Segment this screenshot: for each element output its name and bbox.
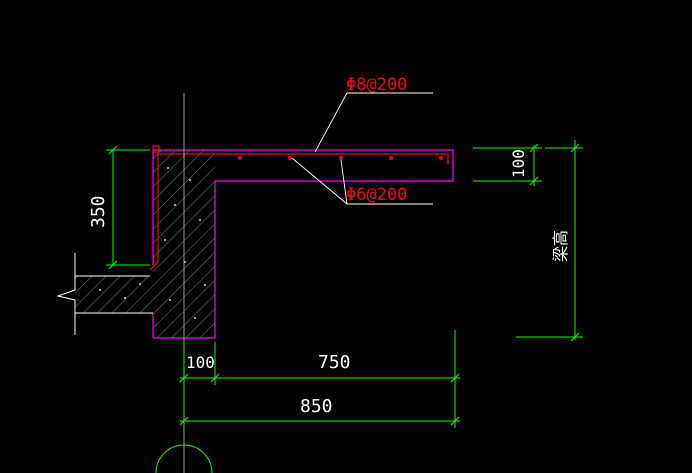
dim-100-right-text: 100 — [509, 149, 528, 178]
dim-750-tick-mid — [210, 373, 220, 383]
dim-750-tick-right — [450, 373, 460, 383]
dim-850-text: 850 — [300, 396, 333, 417]
dim-750-tick-left — [179, 373, 189, 383]
concrete-aggregate-dots — [99, 167, 206, 319]
dim-850-tick-right — [450, 416, 460, 426]
dim-beam-height-text: 梁高 — [551, 230, 570, 262]
break-line-symbol — [56, 253, 76, 335]
lower-slab-concrete — [75, 276, 153, 313]
top-rebar-label: Φ8@200 — [346, 75, 407, 95]
dim-100-right-tick-top — [529, 143, 539, 153]
dim-beam-height-tick-bottom — [570, 332, 580, 342]
dim-350-text: 350 — [88, 195, 109, 228]
dim-beam-height-tick-top — [570, 143, 580, 153]
dim-350-tick-bottom — [108, 260, 118, 270]
section-outline — [75, 149, 454, 339]
bottom-label-leader-2 — [340, 159, 348, 205]
concrete-section — [75, 150, 215, 338]
dim-350-tick-top — [108, 145, 118, 155]
reinforcement — [149, 145, 449, 271]
top-label-leader — [314, 92, 433, 153]
top-rebar — [157, 153, 449, 262]
dim-850-tick-left — [179, 416, 189, 426]
dim-750-text: 750 — [318, 352, 351, 373]
dimension-lines — [106, 140, 583, 428]
rebar-marker-1 — [152, 145, 160, 153]
axis-bubble-circle — [155, 444, 213, 473]
dim-100-bottom-text: 100 — [186, 353, 215, 372]
dim-100-right-tick-bottom — [529, 176, 539, 186]
top-rebar-hook — [149, 261, 159, 271]
bottom-rebar-label: Φ6@200 — [346, 185, 407, 205]
rebar-leaders — [291, 92, 433, 205]
distribution-bars — [238, 156, 443, 160]
outline-cantilever — [153, 149, 454, 339]
